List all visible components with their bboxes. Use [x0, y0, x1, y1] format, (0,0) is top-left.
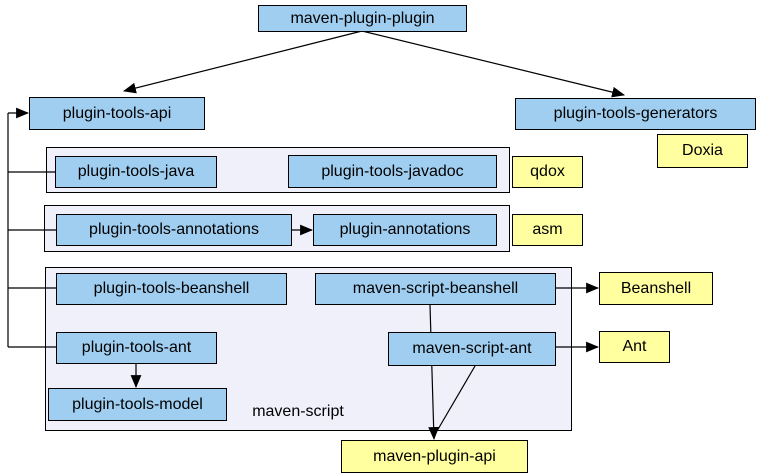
node-plugin-tools-ant: plugin-tools-ant [56, 332, 217, 364]
node-plugin-annotations: plugin-annotations [313, 214, 497, 246]
edge-script-ant-to-plugin-api [436, 365, 476, 432]
node-asm: asm [512, 214, 583, 246]
edge-plugin-to-api [122, 30, 363, 94]
node-qdox: qdox [512, 156, 583, 188]
node-maven-script-ant: maven-script-ant [388, 332, 556, 366]
node-maven-plugin-plugin: maven-plugin-plugin [258, 5, 467, 32]
node-maven-script-beanshell: maven-script-beanshell [315, 273, 556, 305]
node-plugin-tools-api: plugin-tools-api [29, 97, 205, 130]
node-plugin-tools-annotations: plugin-tools-annotations [56, 214, 292, 246]
node-plugin-tools-javadoc: plugin-tools-javadoc [288, 155, 497, 188]
node-ant: Ant [599, 331, 670, 363]
node-beanshell: Beanshell [599, 272, 713, 305]
edge-plugin-to-generators [361, 30, 626, 98]
edge-script-beanshell-to-plugin-api [428, 304, 440, 441]
node-plugin-tools-model: plugin-tools-model [48, 388, 227, 421]
node-plugin-tools-beanshell: plugin-tools-beanshell [56, 273, 287, 305]
node-plugin-tools-java: plugin-tools-java [55, 156, 217, 188]
node-doxia: Doxia [657, 134, 748, 168]
node-plugin-tools-generators: plugin-tools-generators [515, 98, 756, 130]
node-maven-plugin-api: maven-plugin-api [341, 440, 528, 473]
maven-script-group-label: maven-script [252, 403, 344, 420]
